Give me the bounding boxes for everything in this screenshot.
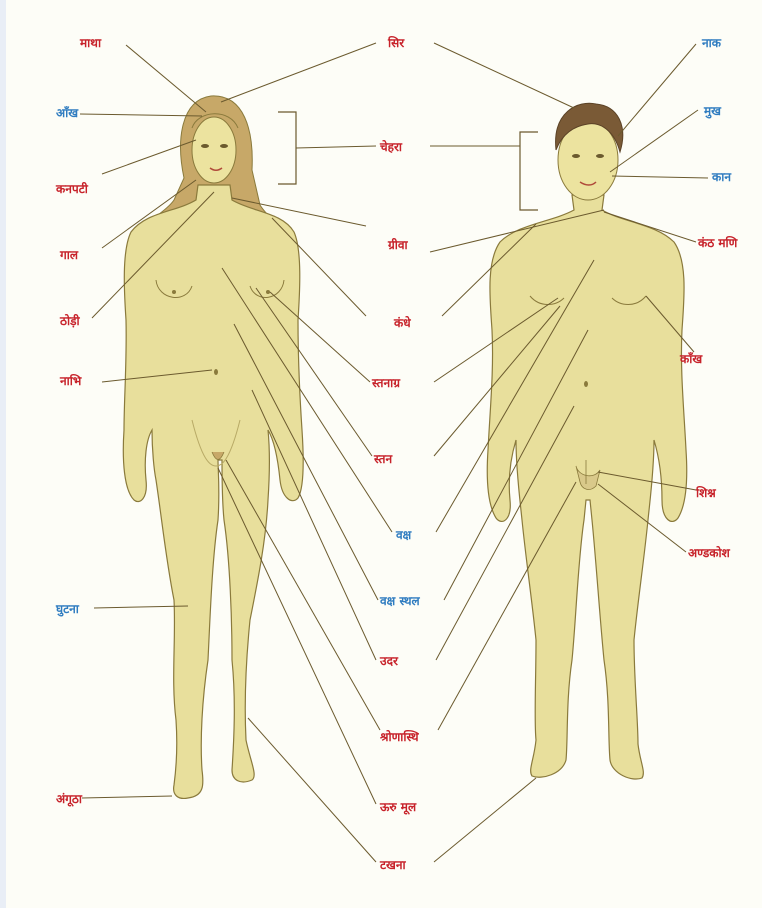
chehra-bracket-right <box>520 132 538 210</box>
label-kandhe: कंधे <box>394 316 411 330</box>
label-mukh: मुख <box>704 104 721 118</box>
label-thodi: ठोड़ी <box>60 314 80 328</box>
label-shishn: शिश्न <box>696 486 716 500</box>
label-vaksh: वक्ष <box>396 528 411 542</box>
label-stanagra: स्तनाग्र <box>372 376 400 390</box>
female-figure <box>123 96 303 799</box>
label-kanpati: कनपटी <box>56 182 88 196</box>
label-nabhi: नाभि <box>60 374 81 388</box>
label-sir: सिर <box>388 36 404 50</box>
female-face <box>192 117 236 183</box>
label-matha: माथा <box>80 36 101 50</box>
label-kaankh: काँख <box>680 352 702 366</box>
label-aankh: आँख <box>56 106 78 120</box>
label-chehra: चेहरा <box>380 140 402 154</box>
chehra-bracket-left <box>278 112 296 184</box>
label-greeva: ग्रीवा <box>388 238 408 252</box>
label-andkosh: अण्डकोश <box>688 546 730 560</box>
female-body <box>123 185 303 798</box>
label-takhna: टखना <box>380 858 406 872</box>
body-parts-diagram: माथा सिर नाक आँख मुख चेहरा कनपटी कान गाल… <box>6 0 762 908</box>
label-shronasthi: श्रोणास्थि <box>380 730 419 744</box>
male-figure <box>487 103 686 779</box>
label-udar: उदर <box>380 654 398 668</box>
label-naak: नाक <box>702 36 721 50</box>
label-vaksh-sthal: वक्ष स्थल <box>380 594 420 608</box>
label-gaal: गाल <box>60 248 78 262</box>
label-stan: स्तन <box>374 452 392 466</box>
label-angutha: अंगूठा <box>56 792 82 806</box>
label-kaan: कान <box>712 170 731 184</box>
label-ghutna: घुटना <box>56 602 79 616</box>
label-kanth-mani: कंठ मणि <box>698 236 737 250</box>
label-uru-mool: ऊरु मूल <box>380 800 416 814</box>
